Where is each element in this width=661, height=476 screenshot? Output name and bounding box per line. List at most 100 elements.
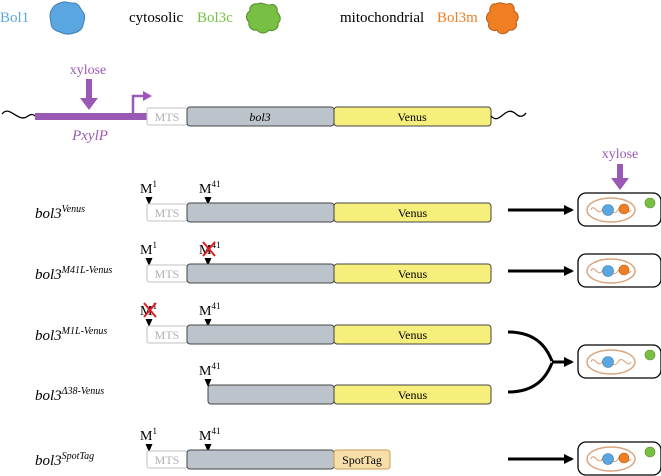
row-label: bol3Δ38-Venus: [35, 386, 104, 404]
bol3c-blob-icon: [246, 2, 281, 34]
main-mts-label: MTS: [155, 110, 180, 124]
main-bol3-label: bol3: [249, 110, 270, 124]
inducer-arrow-shaft: [86, 79, 92, 100]
bol1-dot-icon: [602, 265, 614, 277]
m41-marker-label: M41: [199, 240, 220, 258]
m41-marker-tick: [204, 258, 212, 266]
legend-bol3m-label: Bol3m: [437, 10, 478, 26]
mts-label: MTS: [155, 267, 180, 281]
bol3-box: [186, 324, 335, 345]
bol1-dot-icon: [602, 356, 614, 368]
result-cells: [577, 192, 661, 476]
venus-box: [333, 263, 492, 284]
main-venus-label: Venus: [397, 110, 427, 124]
spottag-label: SpotTag: [342, 453, 382, 467]
m41-marker: M41: [199, 426, 220, 452]
m41-marker-label: M41: [199, 301, 220, 319]
m41-marker: M41: [199, 301, 220, 327]
m41-marker-label: M41: [199, 426, 220, 444]
legend-mitochondrial-label: mitochondrial: [340, 10, 424, 26]
mts-label: MTS: [155, 453, 180, 467]
promoter-bar: [35, 113, 147, 120]
bol3c-dot-icon: [644, 349, 656, 361]
result-inducer-head: [611, 178, 629, 190]
dna-left-wave: [1, 110, 36, 119]
bol3-box: [186, 202, 335, 223]
legend: Bol1 cytosolic Bol3c mitochondrial Bol3m: [0, 1, 519, 35]
m1-marker-tick: [145, 444, 153, 452]
cell-diagram: [577, 253, 661, 288]
m41-marker-cross-icon: [202, 241, 216, 257]
cell-diagram: [577, 344, 661, 379]
arrow-merge-top: [507, 330, 554, 362]
bol1-blob-icon: [49, 1, 86, 35]
bol3-box: [186, 449, 335, 470]
result-inducer: xylose: [602, 147, 639, 190]
venus-label: Venus: [398, 206, 428, 220]
m41-marker: M41: [199, 179, 220, 205]
legend-bol1-label: Bol1: [0, 10, 29, 26]
venus-box: [333, 384, 492, 405]
m1-marker-tick: [145, 197, 153, 205]
m41-marker-tick: [204, 379, 212, 387]
m41-marker: M41: [199, 361, 220, 387]
legend-bol3c-label: Bol3c: [197, 10, 233, 26]
m1-marker: M1: [140, 240, 157, 266]
bol3m-dot-icon: [618, 203, 630, 215]
cell-diagram: [577, 192, 661, 227]
bol3c-dot-icon: [644, 446, 656, 458]
venus-box: [333, 202, 492, 223]
row-label: bol3Venus: [35, 204, 85, 222]
promoter-label: PxylP: [71, 128, 108, 144]
bol1-dot-icon: [602, 453, 614, 465]
venus-label: Venus: [398, 328, 428, 342]
m1-marker: M1: [140, 301, 157, 327]
result-arrows: [507, 205, 574, 464]
m1-marker-label: M1: [140, 426, 157, 444]
venus-box: [333, 324, 492, 345]
m1-marker-cross-icon: [143, 302, 157, 318]
bol1-dot-icon: [602, 204, 614, 216]
bol3-box: [186, 263, 335, 284]
m1-marker-label: M1: [140, 179, 157, 197]
tss-arrow-head: [143, 91, 152, 101]
spottag-box: [333, 449, 391, 470]
m41-marker-tick: [204, 197, 212, 205]
m41-marker-label: M41: [199, 361, 220, 379]
result-inducer-label: xylose: [602, 147, 639, 162]
legend-cytosolic-label: cytosolic: [129, 10, 183, 26]
m41-marker-label: M41: [199, 179, 220, 197]
result-inducer-shaft: [617, 164, 623, 180]
bol3m-dot-icon: [618, 264, 630, 276]
inducer-arrow-head: [80, 98, 98, 110]
mts-label: MTS: [155, 206, 180, 220]
cell-diagram: [577, 441, 661, 476]
bol3c-dot-icon: [644, 197, 656, 209]
m41-marker-tick: [204, 444, 212, 452]
dna-right-wave: [490, 110, 527, 120]
arrow-merge-bottom: [507, 362, 554, 394]
m1-marker: M1: [140, 179, 157, 205]
main-construct: xylose PxylP MTS bol3 Venus: [1, 63, 527, 144]
inducer-label: xylose: [70, 63, 107, 78]
m1-marker-tick: [145, 258, 153, 266]
row-label: bol3M41L-Venus: [35, 265, 112, 283]
bol3m-blob-icon: [486, 2, 519, 35]
m1-marker-tick: [145, 319, 153, 327]
m41-marker: M41: [199, 240, 220, 266]
venus-label: Venus: [398, 267, 428, 281]
mts-label: MTS: [155, 328, 180, 342]
bol3-box: [207, 384, 335, 405]
row-label: bol3M1L-Venus: [35, 326, 107, 344]
tss-arrow-line: [131, 94, 145, 113]
venus-label: Venus: [398, 388, 428, 402]
m1-marker: M1: [140, 426, 157, 452]
m1-marker-label: M1: [140, 240, 157, 258]
m41-marker-tick: [204, 319, 212, 327]
